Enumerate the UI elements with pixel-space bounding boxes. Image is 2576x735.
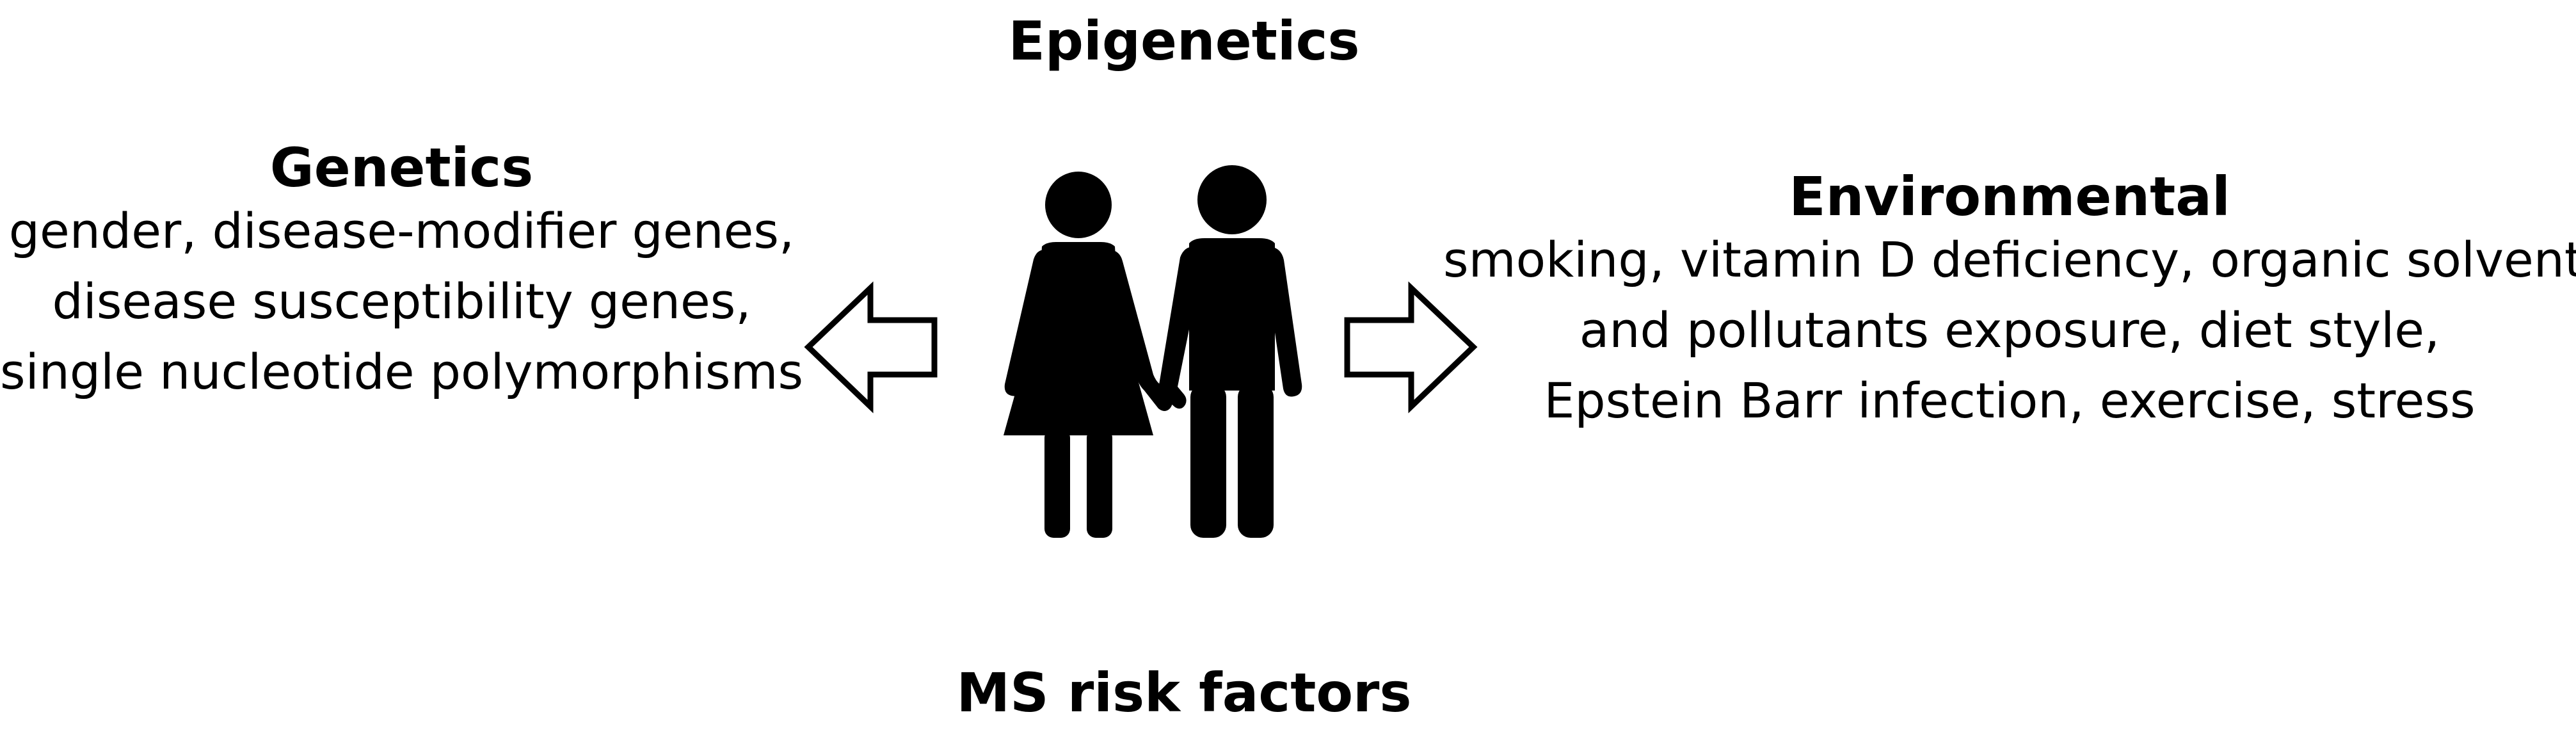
environmental-line-3: Epstein Barr infection, exercise, stress	[1544, 372, 2476, 429]
people-icon	[1004, 165, 1302, 538]
right-arrow-icon	[1344, 281, 1478, 414]
genetics-title: Genetics	[269, 136, 534, 199]
environmental-title: Environmental	[1789, 165, 2230, 228]
genetics-line-3: single nucleotide polymorphisms	[0, 343, 804, 400]
genetics-line-2: disease susceptibility genes,	[52, 273, 751, 330]
left-arrow-icon	[804, 281, 938, 414]
environmental-line-2: and pollutants exposure, diet style,	[1579, 302, 2440, 359]
genetics-line-1: gender, disease-modifier genes,	[8, 202, 795, 259]
genetics-block: Genetics gender, disease-modifier genes,…	[0, 141, 803, 407]
epigenetics-title: Epigenetics	[1008, 10, 1360, 72]
environmental-block: Environmental smoking, vitamin D deficie…	[1443, 170, 2576, 436]
ms-risk-factors-title: MS risk factors	[956, 661, 1412, 724]
man-figure-icon	[1159, 165, 1302, 538]
woman-figure-icon	[1004, 172, 1172, 538]
environmental-line-1: smoking, vitamin D deficiency, organic s…	[1443, 231, 2576, 288]
